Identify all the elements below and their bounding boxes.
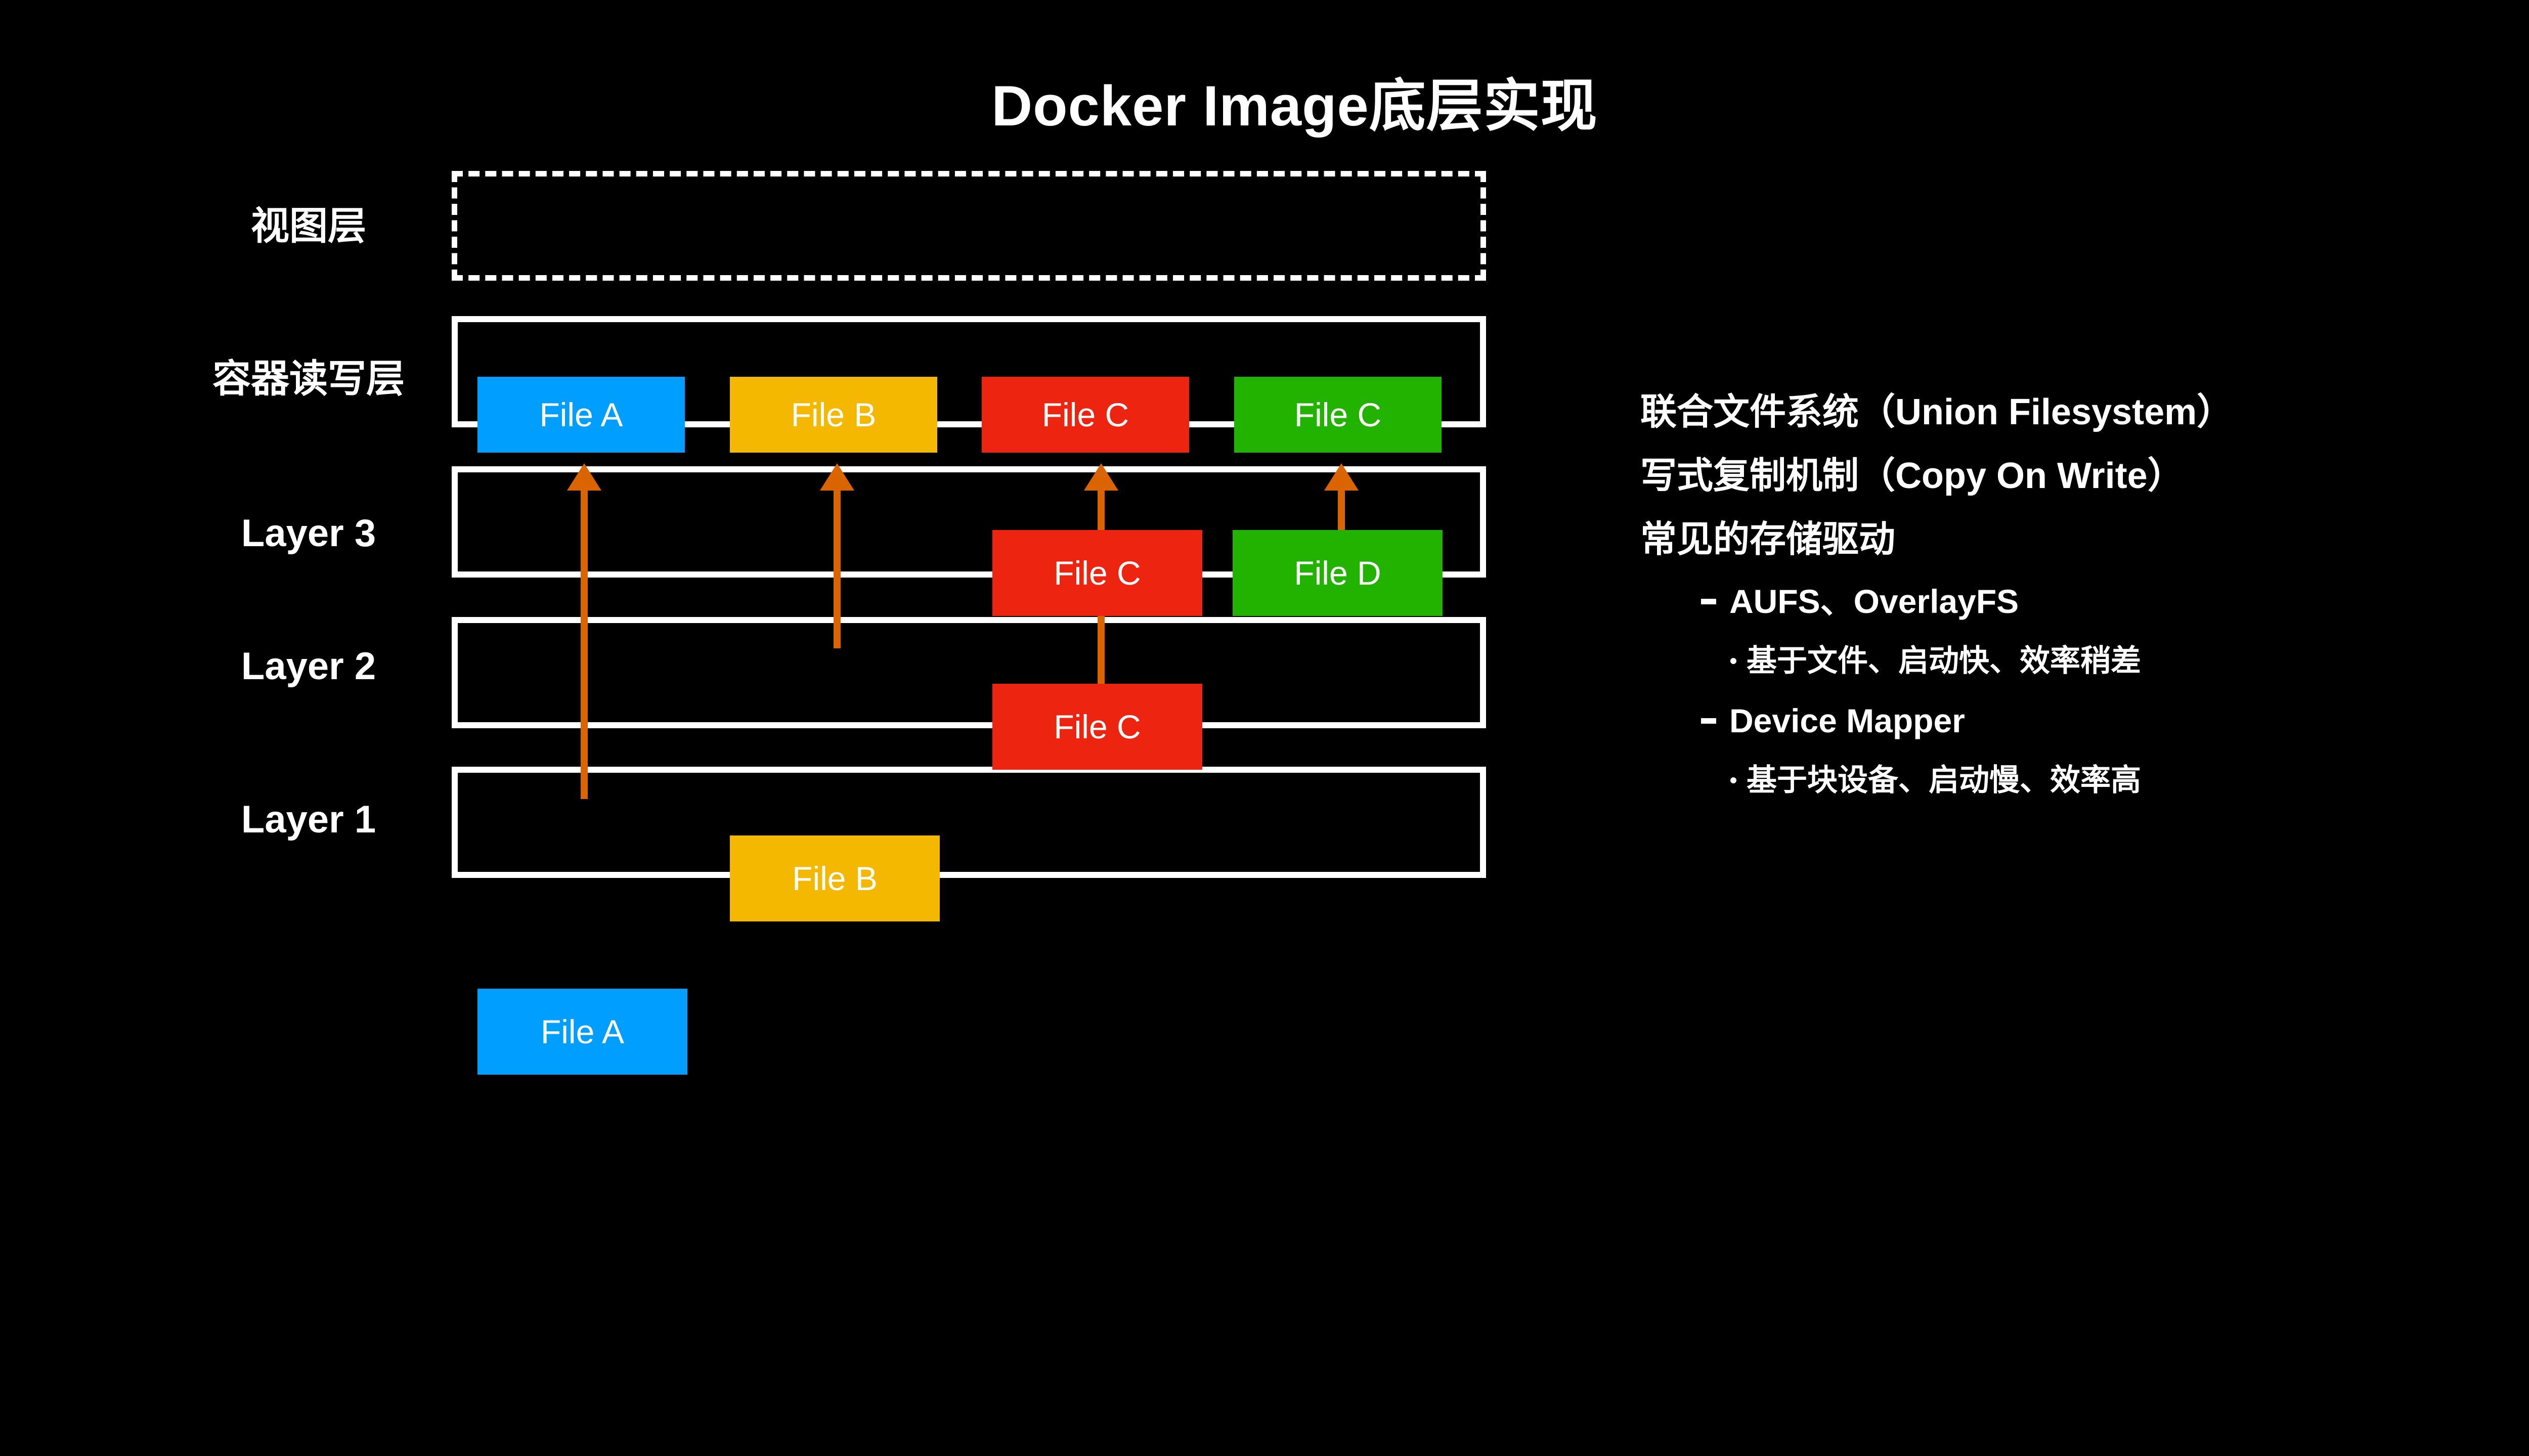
file-chip-label: File C <box>1041 396 1129 433</box>
arrow-head-file-a <box>567 463 601 491</box>
row-label-view-layer: 视图层 <box>251 205 366 248</box>
row-label-container-rw-layer: 容器读写层 <box>212 358 405 401</box>
file-chip-label: File A <box>539 396 623 433</box>
file-chip-view-file-c-red: File C <box>982 377 1189 453</box>
file-chip-view-file-b: File B <box>730 377 937 453</box>
file-chip-label: File C <box>1294 396 1382 433</box>
driver-detail-text: 基于文件、启动快、效率稍差 <box>1747 644 2141 678</box>
file-chip-rw-file-c: File C <box>992 530 1202 616</box>
file-chip-label: File C <box>1054 708 1141 745</box>
docker-image-layer-diagram: 视图层 容器读写层 Layer 3 Layer 2 Layer 1 File A… <box>212 171 1486 1075</box>
file-chip-view-file-a: File A <box>477 377 685 453</box>
arrow-head-file-b <box>820 463 854 491</box>
driver-name: Device Mapper <box>1729 702 1965 739</box>
file-chip-label: File C <box>1054 554 1141 592</box>
row-label-layer-2: Layer 2 <box>241 645 376 688</box>
driver-detail-text: 基于块设备、启动慢、效率高 <box>1747 763 2141 797</box>
dot-bullet-icon <box>1730 777 1736 783</box>
layer-box-view-layer <box>452 171 1486 281</box>
file-chip-label: File B <box>792 860 878 897</box>
info-line-common-storage-drivers: 常见的存储驱动 <box>1640 519 1896 560</box>
storage-driver-info-panel: 联合文件系统（Union Filesystem） 写式复制机制（Copy On … <box>1640 380 2529 810</box>
file-chip-layer1-file-a: File A <box>477 989 687 1075</box>
arrow-head-file-d <box>1324 463 1359 491</box>
layer-box-layer-2 <box>452 617 1486 728</box>
file-chip-label: File B <box>791 396 877 433</box>
row-label-layer-1: Layer 1 <box>241 798 376 841</box>
file-chip-layer2-file-b: File B <box>730 835 940 921</box>
file-chip-view-file-c-green: File C <box>1234 377 1442 453</box>
page-title: Docker Image底层实现 <box>991 74 1598 138</box>
arrow-head-file-c <box>1084 463 1118 491</box>
info-line-copy-on-write: 写式复制机制（Copy On Write） <box>1640 456 2184 496</box>
file-chip-label: File D <box>1294 554 1381 592</box>
file-chip-label: File A <box>540 1013 625 1050</box>
file-chip-layer3-file-c: File C <box>992 684 1202 770</box>
driver-detail-device-mapper: 基于块设备、启动慢、效率高 <box>1640 751 2529 810</box>
file-chip-rw-file-d: File D <box>1233 530 1443 616</box>
info-line-union-filesystem: 联合文件系统（Union Filesystem） <box>1640 392 2234 432</box>
dash-bullet-icon <box>1701 598 1716 604</box>
dash-bullet-icon <box>1701 718 1716 724</box>
driver-detail-aufs-overlayfs: 基于文件、启动快、效率稍差 <box>1640 631 2529 691</box>
arrow-shaft-file-b <box>834 486 841 648</box>
dot-bullet-icon <box>1730 658 1736 664</box>
driver-item-aufs-overlayfs: AUFS、OverlayFS <box>1640 571 2529 631</box>
layer-box-layer-1 <box>452 767 1486 878</box>
arrow-shaft-file-a <box>581 486 588 799</box>
driver-item-device-mapper: Device Mapper <box>1640 691 2529 751</box>
driver-name: AUFS、OverlayFS <box>1729 583 2019 620</box>
row-label-layer-3: Layer 3 <box>241 512 376 555</box>
